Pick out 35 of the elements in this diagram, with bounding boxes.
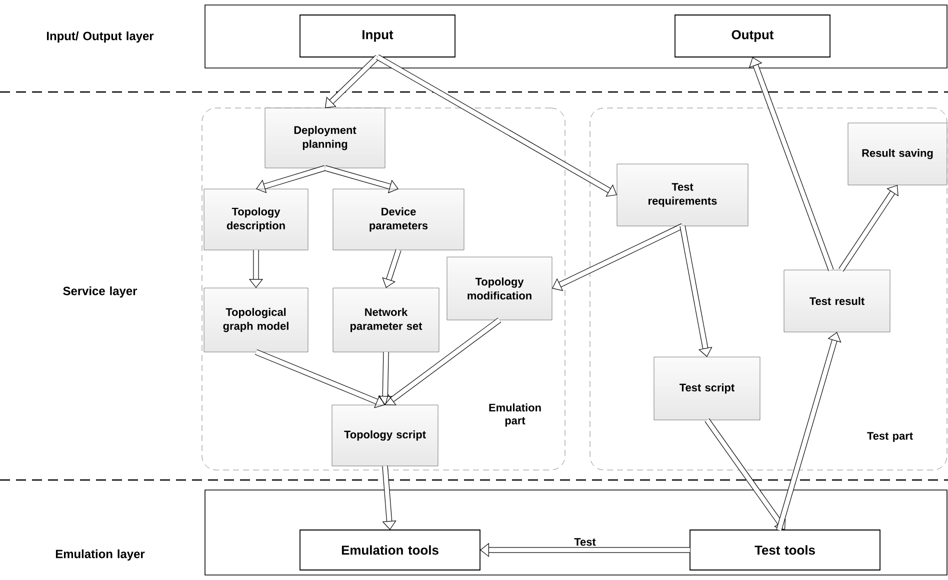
hollow-arrow bbox=[776, 332, 842, 531]
hollow-arrow bbox=[324, 165, 398, 194]
layer-label: Input/ Output layer bbox=[47, 31, 154, 43]
hollow-arrow bbox=[382, 249, 402, 288]
hollow-arrow bbox=[256, 165, 326, 194]
hollow-arrow bbox=[385, 318, 502, 406]
process-box: Device parameters bbox=[332, 188, 464, 250]
process-box: Test result bbox=[784, 270, 890, 332]
layer-band bbox=[204, 4, 948, 68]
io-box: Output bbox=[674, 14, 830, 58]
io-box: Emulation tools bbox=[300, 530, 480, 570]
hollow-arrow bbox=[838, 185, 898, 272]
process-box: Topological graph model bbox=[204, 288, 308, 352]
process-box: Result saving bbox=[848, 122, 948, 186]
hollow-arrow bbox=[552, 223, 684, 291]
hollow-arrow bbox=[325, 54, 380, 108]
layer-label: Emulation layer bbox=[56, 549, 145, 561]
process-box: Deployment planning bbox=[264, 108, 386, 168]
hollow-arrow bbox=[748, 57, 834, 271]
process-box: Network parameter set bbox=[332, 288, 440, 352]
process-box: Test script bbox=[654, 356, 760, 420]
hollow-arrow bbox=[378, 352, 392, 405]
layer-label: Service layer bbox=[63, 286, 138, 298]
hollow-arrow bbox=[680, 225, 712, 357]
process-box: Topology description bbox=[204, 188, 308, 250]
hollow-arrow bbox=[382, 466, 396, 530]
hollow-arrow bbox=[704, 418, 786, 530]
hollow-arrow bbox=[376, 54, 617, 197]
process-box: Test requirements bbox=[616, 164, 748, 226]
process-box: Topology script bbox=[332, 404, 438, 466]
io-box: Test tools bbox=[690, 530, 880, 570]
process-box: Topology modification bbox=[446, 256, 552, 320]
layer-band bbox=[204, 490, 948, 576]
io-box: Input bbox=[300, 14, 456, 58]
edge-label: Test bbox=[574, 538, 596, 546]
